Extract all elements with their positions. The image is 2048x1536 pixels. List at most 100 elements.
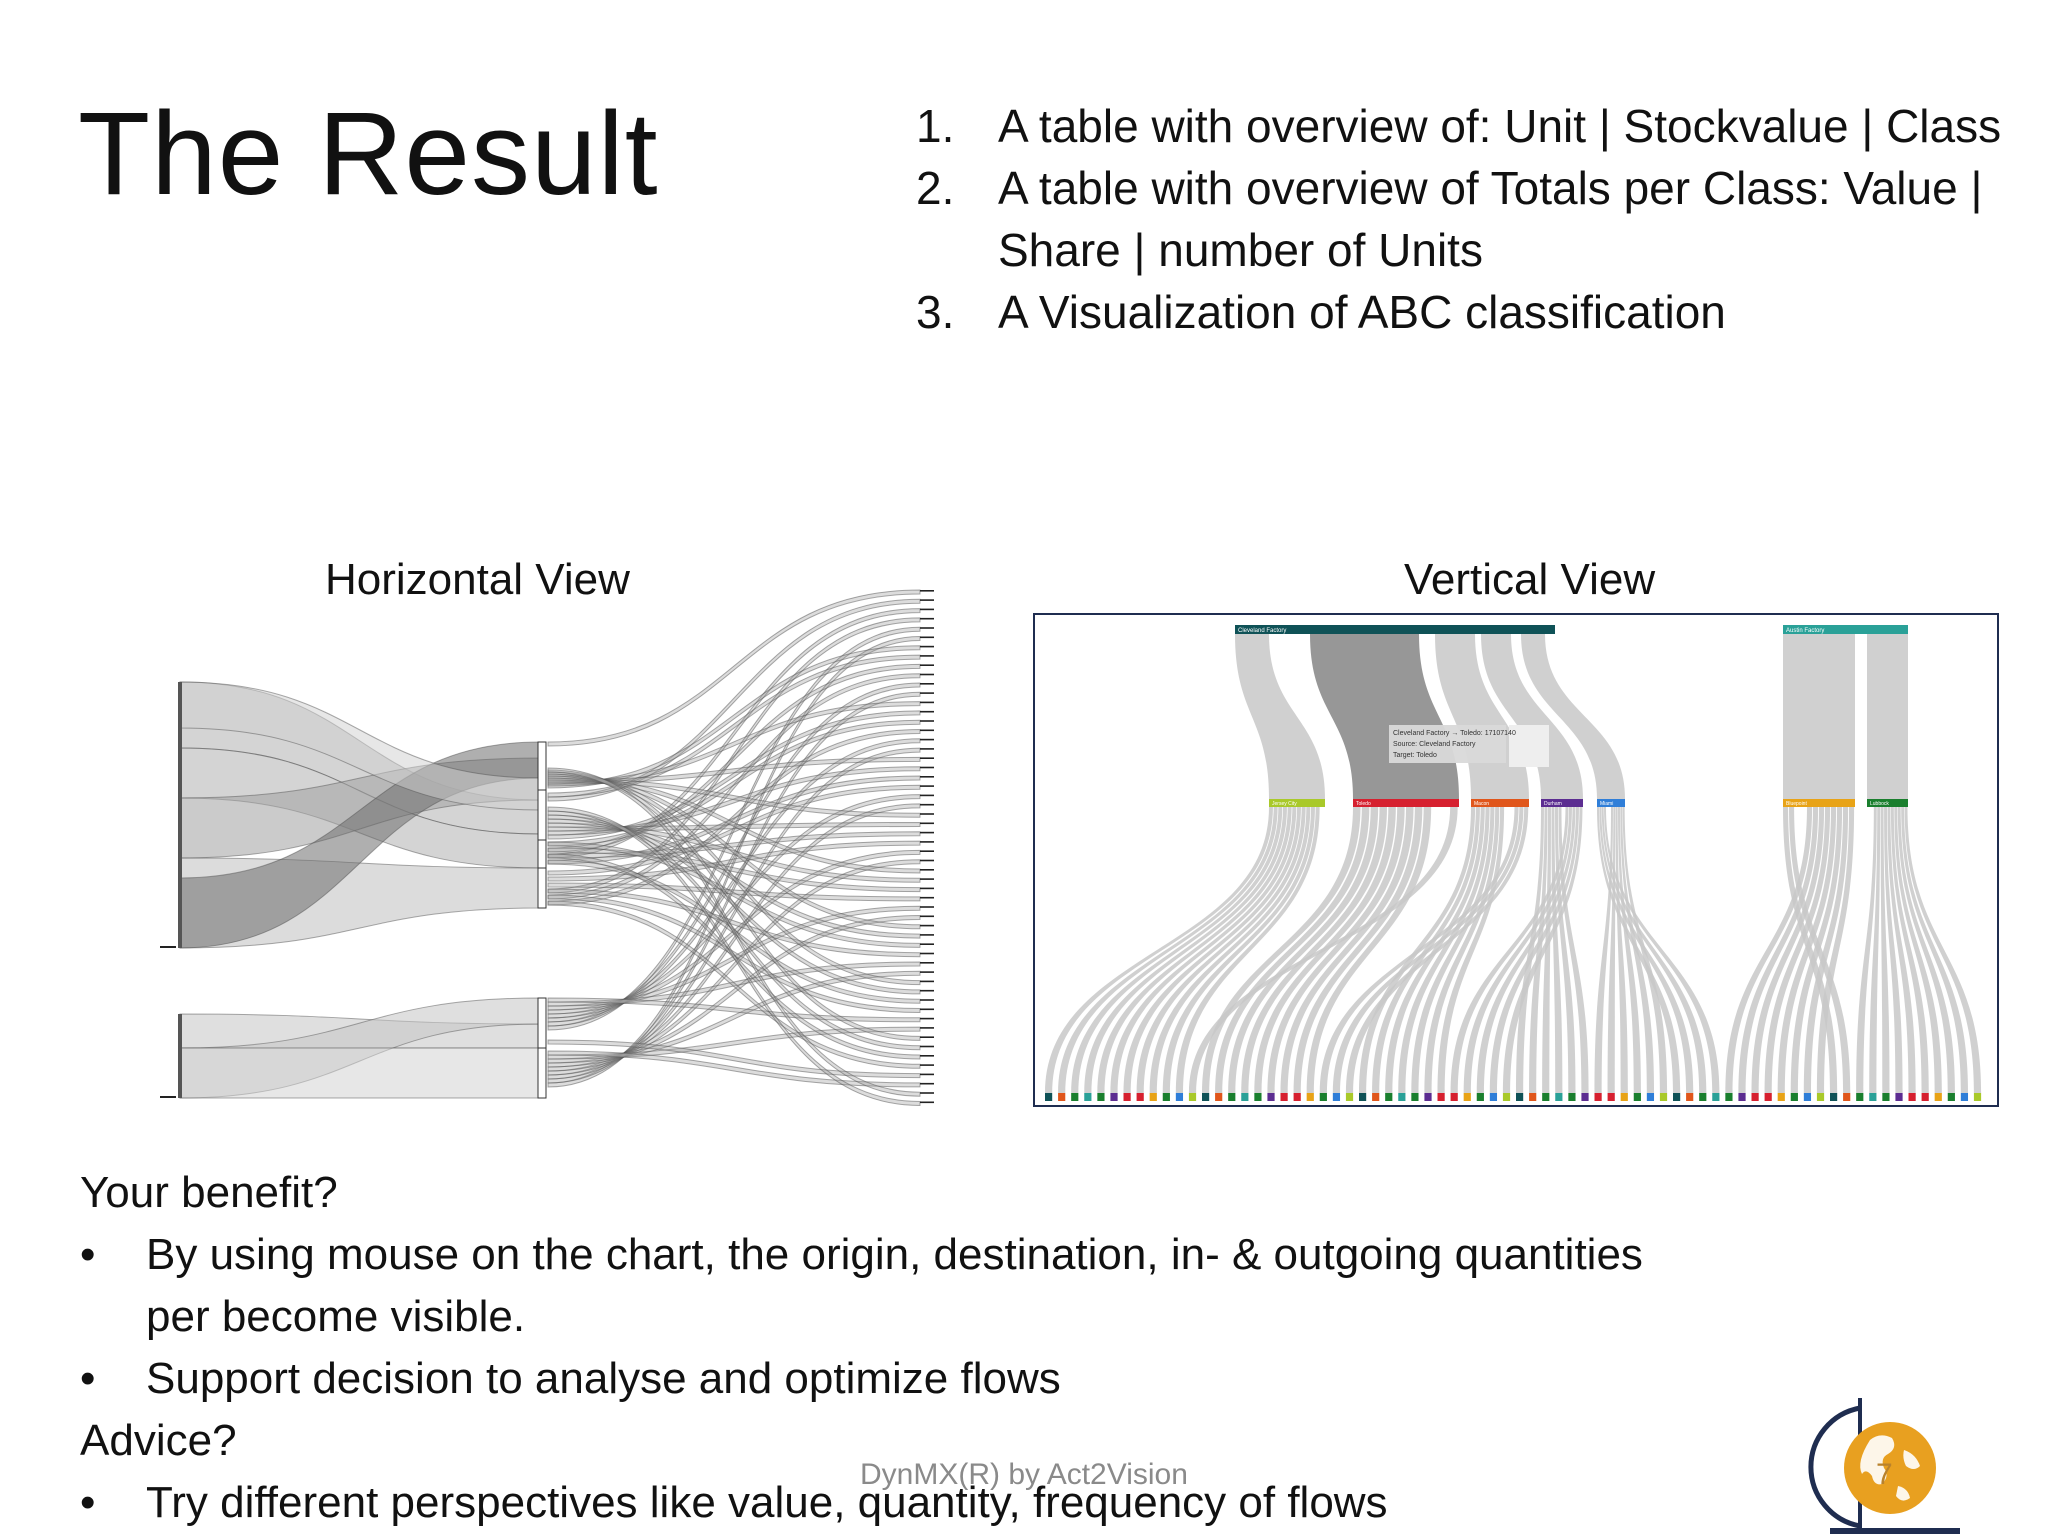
target-node[interactable] — [920, 608, 934, 611]
middle-node[interactable] — [1269, 799, 1325, 807]
flow-band[interactable] — [547, 822, 921, 883]
flow-band[interactable] — [1601, 807, 1707, 1093]
flow-band[interactable] — [1751, 807, 1825, 1093]
flow-band[interactable] — [547, 997, 921, 1023]
target-node[interactable] — [920, 1082, 934, 1085]
target-node[interactable] — [920, 794, 934, 797]
target-node[interactable] — [920, 915, 934, 918]
target-node[interactable] — [920, 952, 934, 955]
target-node[interactable] — [1790, 1093, 1798, 1101]
flow-band[interactable] — [547, 814, 921, 995]
target-node[interactable] — [1149, 1093, 1157, 1101]
target-node[interactable] — [920, 906, 934, 908]
flow-band[interactable] — [1803, 807, 1849, 1093]
target-node[interactable] — [920, 980, 934, 983]
target-node[interactable] — [920, 1027, 934, 1029]
flow-band[interactable] — [1604, 807, 1720, 1093]
target-node[interactable] — [1254, 1093, 1262, 1101]
flow-band[interactable] — [1618, 807, 1641, 1093]
target-node[interactable] — [920, 989, 934, 992]
middle-node[interactable] — [537, 741, 547, 791]
middle-node[interactable] — [1471, 799, 1529, 807]
target-node[interactable] — [920, 831, 934, 834]
target-node[interactable] — [1071, 1093, 1079, 1101]
flow-band[interactable] — [1615, 807, 1628, 1093]
target-node[interactable] — [1960, 1093, 1969, 1101]
middle-node[interactable] — [1867, 799, 1908, 807]
flow-band[interactable] — [1202, 807, 1361, 1093]
target-node[interactable] — [1803, 1093, 1812, 1101]
target-node[interactable] — [1450, 1093, 1458, 1101]
target-node[interactable] — [1293, 1093, 1301, 1101]
target-node[interactable] — [1882, 1093, 1890, 1101]
target-node[interactable] — [920, 1064, 934, 1066]
flow-band[interactable] — [547, 806, 921, 1107]
target-node[interactable] — [920, 683, 934, 685]
target-node[interactable] — [920, 841, 934, 843]
flow-band[interactable] — [547, 635, 921, 1088]
flow-band[interactable] — [547, 840, 921, 882]
target-node[interactable] — [1725, 1093, 1733, 1101]
flow-band[interactable] — [547, 859, 921, 1072]
target-node[interactable] — [1699, 1093, 1707, 1101]
target-node[interactable] — [1830, 1093, 1838, 1101]
target-node[interactable] — [920, 738, 934, 741]
target-node[interactable] — [1542, 1093, 1550, 1101]
flow-band[interactable] — [1071, 807, 1283, 1093]
target-node[interactable] — [1712, 1093, 1720, 1101]
target-node[interactable] — [920, 729, 934, 732]
flow-band[interactable] — [1411, 807, 1495, 1093]
target-node[interactable] — [1581, 1093, 1589, 1101]
flow-band[interactable] — [1149, 807, 1311, 1093]
flow-band[interactable] — [547, 818, 921, 939]
flow-band[interactable] — [1502, 807, 1583, 1093]
target-node[interactable] — [1476, 1093, 1484, 1101]
source-node-austin[interactable] — [1783, 625, 1908, 634]
target-node[interactable] — [1751, 1093, 1759, 1101]
target-node[interactable] — [920, 692, 934, 694]
target-node[interactable] — [920, 599, 934, 601]
flow-band[interactable] — [1045, 807, 1273, 1093]
target-node[interactable] — [920, 999, 934, 1001]
target-node[interactable] — [1908, 1093, 1916, 1101]
flow-band[interactable] — [547, 1039, 921, 1079]
flow-band[interactable] — [1306, 807, 1432, 1093]
source-node[interactable] — [178, 1014, 182, 1098]
flow-band[interactable] — [547, 756, 921, 785]
flow-band[interactable] — [1280, 807, 1414, 1093]
flow-band[interactable] — [1476, 807, 1576, 1093]
flow-band[interactable] — [547, 771, 921, 986]
target-node[interactable] — [1280, 1093, 1288, 1101]
flow-band[interactable] — [1897, 807, 1955, 1093]
flow-band[interactable] — [1228, 807, 1379, 1093]
target-node[interactable] — [920, 813, 934, 815]
target-node[interactable] — [920, 962, 934, 964]
flow-band[interactable] — [1084, 807, 1287, 1093]
flow-band[interactable] — [1783, 807, 1838, 1093]
flow-band[interactable] — [547, 645, 921, 789]
flow-band[interactable] — [1424, 807, 1500, 1093]
target-node[interactable] — [920, 971, 934, 973]
target-node[interactable] — [1594, 1093, 1602, 1101]
flow-band[interactable] — [547, 598, 921, 802]
target-node[interactable] — [1045, 1093, 1053, 1101]
target-node[interactable] — [1398, 1093, 1406, 1101]
target-node[interactable] — [1123, 1093, 1131, 1101]
target-node[interactable] — [920, 1101, 934, 1104]
target-node[interactable] — [920, 1092, 934, 1094]
flow-band[interactable] — [1481, 634, 1583, 799]
middle-node[interactable] — [1353, 799, 1459, 807]
flow-band[interactable] — [1594, 807, 1613, 1093]
flow-band[interactable] — [1097, 807, 1292, 1093]
flow-band[interactable] — [1529, 807, 1548, 1093]
flow-band[interactable] — [1359, 807, 1476, 1093]
flow-band[interactable] — [547, 1026, 921, 1060]
flow-band[interactable] — [547, 691, 921, 1084]
flow-band[interactable] — [1437, 807, 1505, 1093]
flow-band[interactable] — [1894, 807, 1942, 1093]
flow-band[interactable] — [1867, 634, 1908, 799]
source-node-cleveland[interactable] — [1235, 625, 1555, 634]
flow-band[interactable] — [1489, 807, 1579, 1093]
middle-node[interactable] — [537, 839, 547, 869]
flow-band[interactable] — [1136, 807, 1306, 1093]
